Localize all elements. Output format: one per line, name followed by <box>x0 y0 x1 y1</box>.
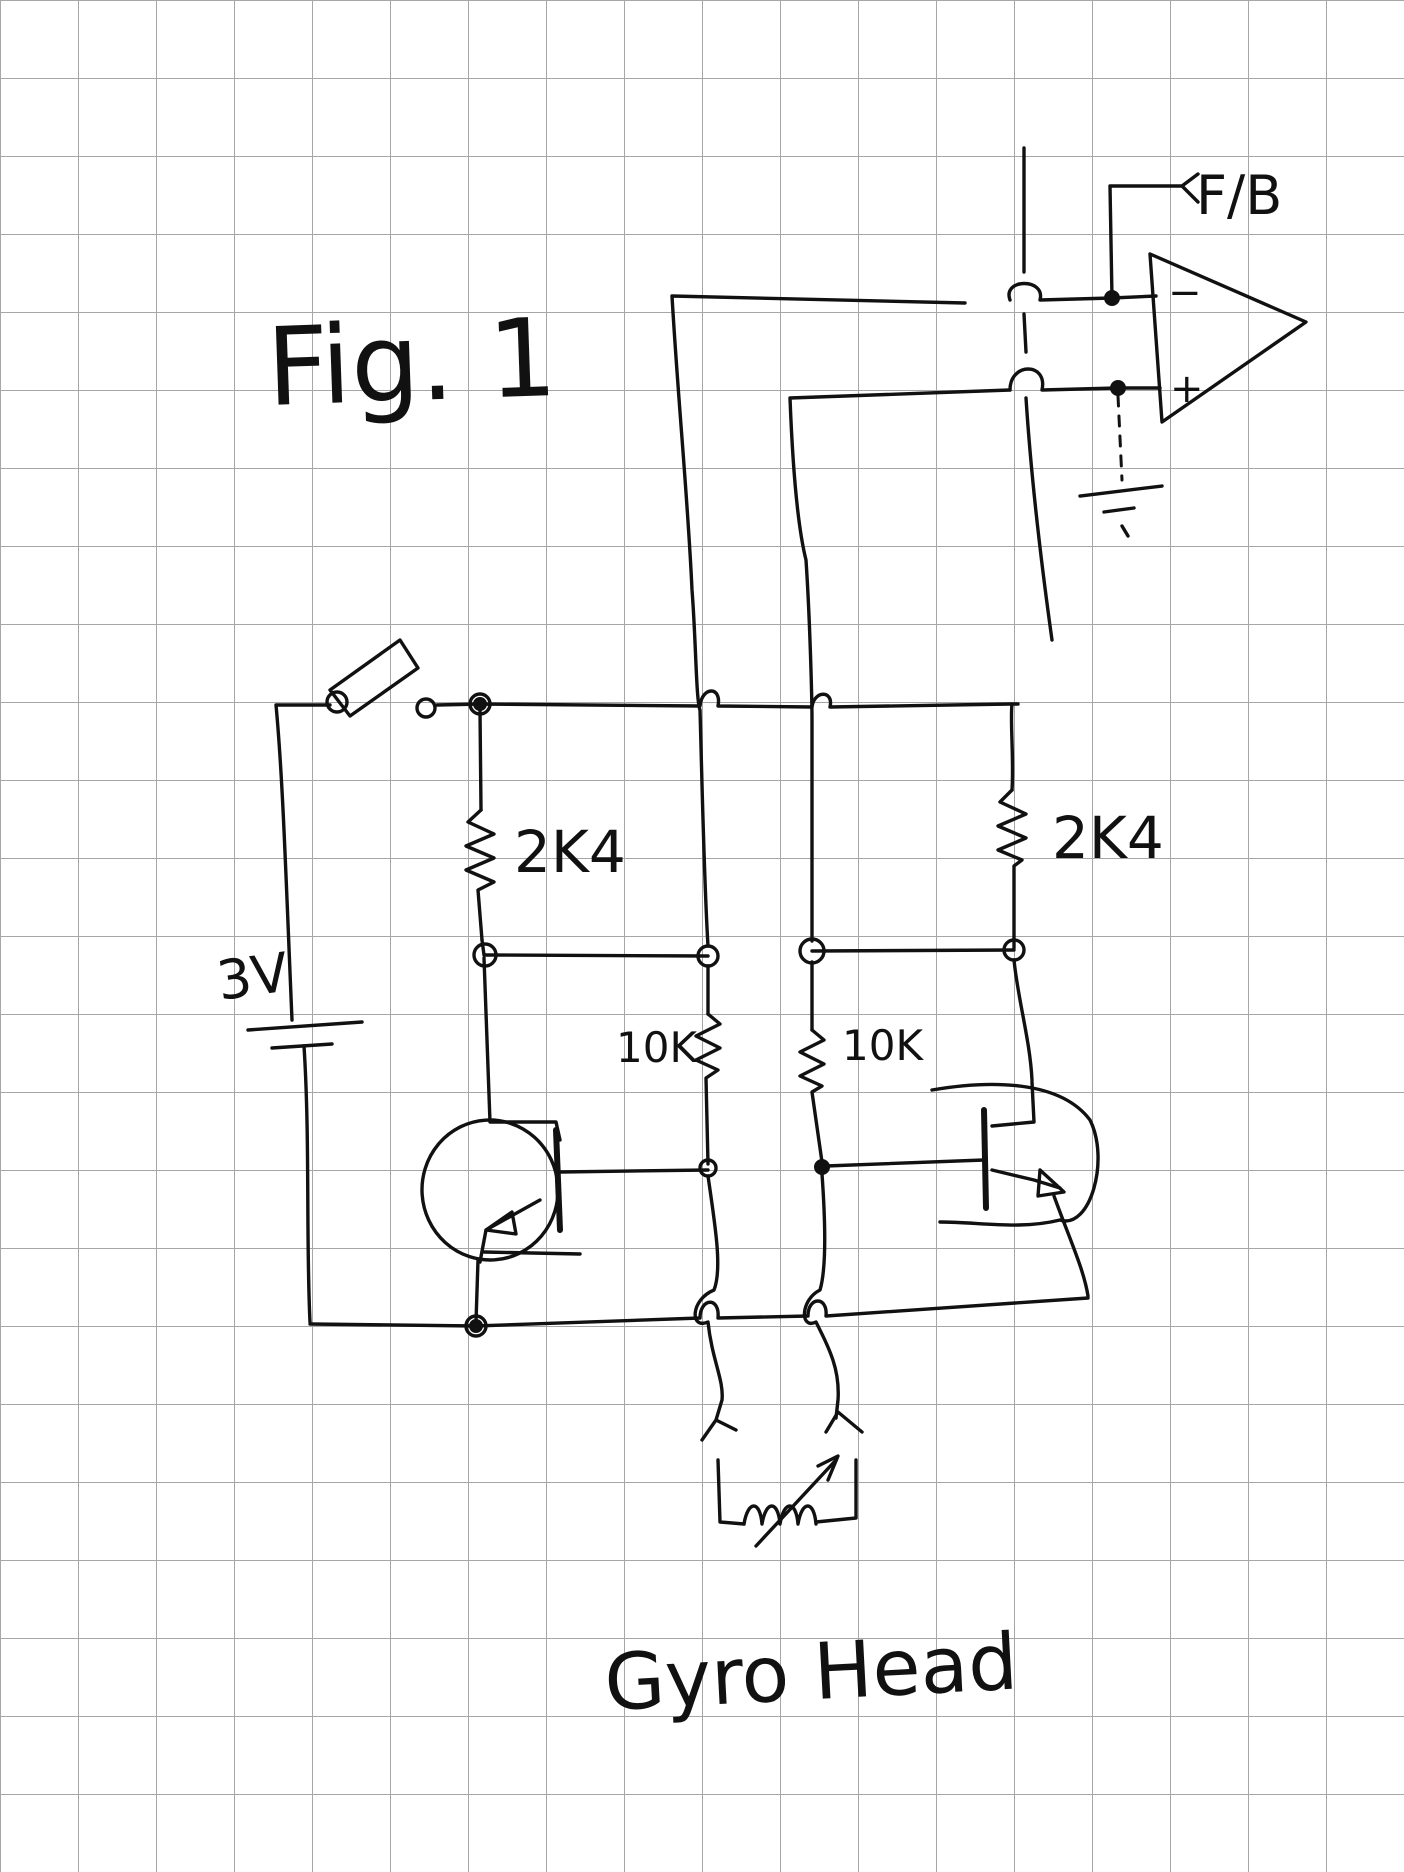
junction <box>473 697 487 711</box>
resistor-zigzag <box>464 808 496 942</box>
junction <box>469 1319 483 1333</box>
resistor-zigzag <box>996 788 1028 950</box>
npn-transistor-right <box>824 958 1100 1298</box>
battery: 3V <box>213 703 364 1324</box>
opamp-noninverting-label: + <box>1170 366 1204 412</box>
variable-resistor <box>700 1410 864 1548</box>
emitter-arrow <box>1036 1168 1066 1198</box>
resistor-left-base-label: 10K <box>616 1023 698 1072</box>
ground <box>1078 394 1164 538</box>
opamp-inverting-label: − <box>1168 270 1202 316</box>
figure-title: Fig. 1 <box>265 296 559 431</box>
bottom-rail <box>308 1296 1090 1328</box>
top-rail <box>435 689 1020 709</box>
crossing-wire <box>1022 146 1054 642</box>
right-base-branch: 10K <box>798 960 924 1420</box>
emitter-arrow <box>484 1210 518 1236</box>
npn-transistor-left <box>420 956 710 1324</box>
signal-wire-left <box>670 294 967 948</box>
power-switch <box>325 638 437 719</box>
feedback-label: F/B <box>1196 164 1282 227</box>
resistor-right-top-label: 2K4 <box>1052 804 1164 872</box>
resistor-zigzag <box>798 1028 826 1164</box>
left-collector-branch: 2K4 <box>464 708 626 957</box>
signal-wire-right <box>788 388 1012 943</box>
resistor-zigzag <box>694 1012 722 1166</box>
right-collector-branch: 2K4 <box>996 702 1164 950</box>
right-bias-link <box>810 948 1016 953</box>
left-base-branch: 10K <box>616 964 724 1422</box>
resistor-right-base-label: 10K <box>842 1021 924 1070</box>
resistor-left-top-label: 2K4 <box>514 818 626 886</box>
figure-caption: Gyro Head <box>602 1617 1020 1729</box>
op-amp: − + F/B <box>1007 164 1308 424</box>
left-bias-link <box>483 953 710 958</box>
battery-label: 3V <box>213 941 292 1013</box>
